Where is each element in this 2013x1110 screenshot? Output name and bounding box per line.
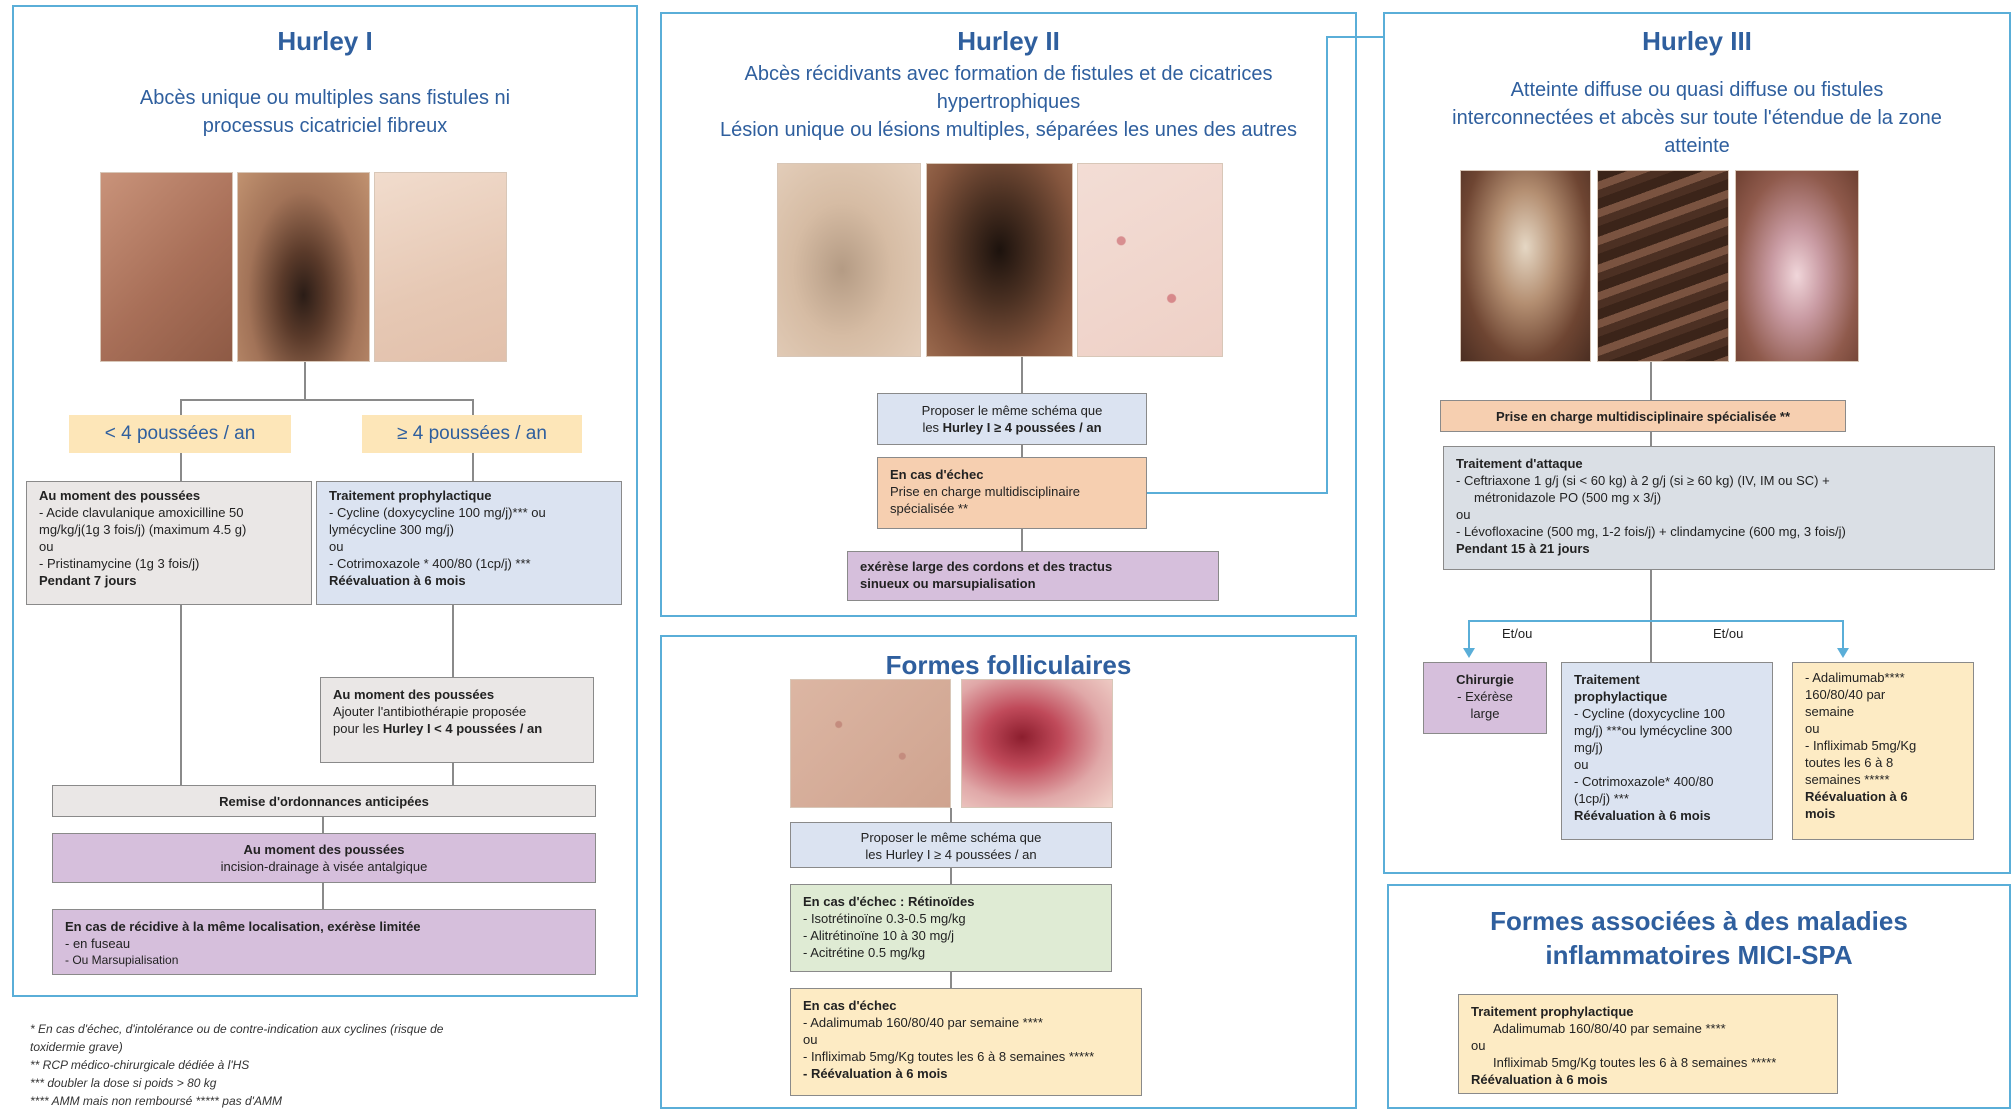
hurley3-title: Hurley III bbox=[1383, 26, 2011, 57]
folliculaires-box-echec: En cas d'échec - Adalimumab 160/80/40 pa… bbox=[790, 988, 1142, 1096]
hurley1-tag-more4: ≥ 4 poussées / an bbox=[362, 415, 582, 453]
hurley1-box-remise: Remise d'ordonnances anticipées bbox=[52, 785, 596, 817]
hurley2-photo-1 bbox=[777, 163, 921, 357]
folliculaires-photo-1 bbox=[790, 679, 951, 808]
mici-box-prophylaxis: Traitement prophylactique Adalimumab 160… bbox=[1458, 994, 1838, 1094]
hurley1-subtitle-1: Abcès unique ou multiples sans fistules … bbox=[12, 84, 638, 112]
hurley3-box-prise-en-charge: Prise en charge multidisciplinaire spéci… bbox=[1440, 400, 1846, 432]
hurley3-photo-2 bbox=[1597, 170, 1729, 362]
mici-title-2: inflammatoires MICI-SPA bbox=[1387, 938, 2011, 972]
hurley3-photo-1 bbox=[1460, 170, 1591, 362]
hurley3-subtitle-1: Atteinte diffuse ou quasi diffuse ou fis… bbox=[1383, 76, 2011, 104]
hurley2-photo-2 bbox=[926, 163, 1073, 357]
hurley3-etou-right: Et/ou bbox=[1713, 626, 1743, 641]
folliculaires-box-same-scheme: Proposer le même schéma que les Hurley I… bbox=[790, 822, 1112, 868]
hurley2-box-echec: En cas d'échec Prise en charge multidisc… bbox=[877, 457, 1147, 529]
hurley3-box-biotherapy: - Adalimumab**** 160/80/40 par semaine o… bbox=[1792, 662, 1974, 840]
hurley3-subtitle-3: atteinte bbox=[1383, 132, 2011, 160]
mici-title-1: Formes associées à des maladies bbox=[1387, 904, 2011, 938]
hurley2-subtitle-1: Abcès récidivants avec formation de fist… bbox=[660, 60, 1357, 88]
hurley1-box-prophylaxis: Traitement prophylactique - Cycline (dox… bbox=[316, 481, 622, 605]
hurley1-box-incision: Au moment des poussées incision-drainage… bbox=[52, 833, 596, 883]
hurley2-subtitle-2: hypertrophiques bbox=[660, 88, 1357, 116]
hurley3-box-chirurgie: Chirurgie - Exérèse large bbox=[1423, 662, 1547, 734]
footnotes: * En cas d'échec, d'intolérance ou de co… bbox=[30, 1020, 443, 1110]
hurley1-box-flare-add: Au moment des poussées Ajouter l'antibio… bbox=[320, 677, 594, 763]
hurley3-subtitle-2: interconnectées et abcès sur toute l'éte… bbox=[1383, 104, 2011, 132]
hurley2-title: Hurley II bbox=[660, 26, 1357, 57]
hurley3-photo-3 bbox=[1735, 170, 1859, 362]
hurley1-box-recidive: En cas de récidive à la même localisatio… bbox=[52, 909, 596, 975]
hurley2-subtitle-3: Lésion unique ou lésions multiples, sépa… bbox=[660, 116, 1357, 144]
hurley3-box-attaque: Traitement d'attaque - Ceftriaxone 1 g/j… bbox=[1443, 446, 1995, 570]
hurley3-box-prophylaxis: Traitement prophylactique - Cycline (dox… bbox=[1561, 662, 1773, 840]
hurley3-etou-left: Et/ou bbox=[1502, 626, 1532, 641]
hurley2-box-same-scheme: Proposer le même schéma que les Hurley I… bbox=[877, 393, 1147, 445]
hurley2-photo-3 bbox=[1077, 163, 1223, 357]
folliculaires-box-retinoides: En cas d'échec : Rétinoïdes - Isotrétino… bbox=[790, 884, 1112, 972]
hurley1-photo-2 bbox=[237, 172, 370, 362]
hurley1-box-flare-antibio: Au moment des poussées - Acide clavulani… bbox=[26, 481, 312, 605]
hurley1-photo-1 bbox=[100, 172, 233, 362]
folliculaires-photo-2 bbox=[961, 679, 1113, 808]
hurley1-photo-3 bbox=[374, 172, 507, 362]
hurley1-title: Hurley I bbox=[12, 26, 638, 57]
hurley1-subtitle-2: processus cicatriciel fibreux bbox=[12, 112, 638, 140]
hurley2-box-exerese: exérèse large des cordons et des tractus… bbox=[847, 551, 1219, 601]
folliculaires-title: Formes folliculaires bbox=[660, 650, 1357, 681]
hurley1-tag-less4: < 4 poussées / an bbox=[69, 415, 291, 453]
